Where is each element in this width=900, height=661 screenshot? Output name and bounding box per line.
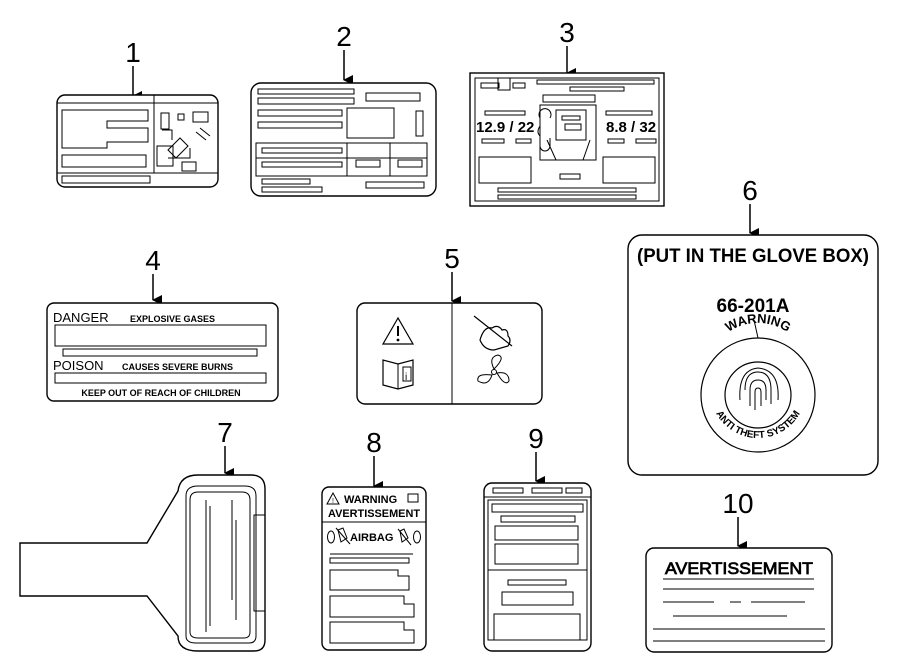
label-4: DANGER EXPLOSIVE GASES POISON CAUSES SEV…: [46, 302, 279, 402]
callout-number-6: 6: [742, 175, 758, 206]
callout-5: 5: [444, 243, 461, 306]
label-6-header: (PUT IN THE GLOVE BOX): [637, 246, 869, 267]
callout-number-7: 7: [217, 417, 233, 448]
callout-8: 8: [366, 427, 383, 491]
callout-3: 3: [559, 17, 576, 78]
callout-number-5: 5: [444, 243, 460, 274]
label-4-poison: POISON: [53, 358, 104, 373]
label-7: [19, 474, 266, 652]
label-3: 12.9 / 22 8.8 / 32: [469, 72, 665, 207]
label-6: (PUT IN THE GLOVE BOX) 66-201A WARNING A…: [627, 234, 879, 476]
label-8-airbag: AIRBAG: [350, 532, 393, 544]
label-4-footer: KEEP OUT OF REACH OF CHILDREN: [81, 388, 240, 398]
manual-book-icon: i: [382, 359, 414, 390]
label-2: [250, 82, 437, 197]
label-8: ! WARNING AVERTISSEMENT AIRBAG: [321, 486, 427, 651]
label-8-child-seat-icon: [335, 527, 351, 545]
callout-number-9: 9: [528, 423, 544, 454]
label-8-seat-icon: [397, 528, 412, 546]
svg-text:!: !: [332, 498, 334, 505]
anti-theft-fingerprint-icon: [739, 367, 779, 410]
label-10: AVERTISSEMENT: [645, 547, 833, 653]
label-3-right-reading: 8.8 / 32: [606, 119, 656, 136]
callout-number-10: 10: [722, 488, 753, 519]
label-8-warning: WARNING: [344, 494, 397, 506]
callout-number-3: 3: [559, 17, 575, 48]
label-6-seal-top: WARNING: [723, 311, 794, 335]
label-9: [483, 482, 592, 652]
callout-number-1: 1: [125, 37, 141, 68]
callout-9: 9: [528, 423, 545, 486]
callout-1: 1: [125, 37, 142, 101]
label-4-poison-text: CAUSES SEVERE BURNS: [122, 362, 233, 372]
callout-10: 10: [722, 488, 754, 551]
label-6-part-number: 66-201A: [717, 296, 790, 317]
callout-4: 4: [145, 245, 162, 305]
callout-2: 2: [336, 21, 353, 85]
callout-number-8: 8: [366, 427, 382, 458]
label-1: [56, 94, 219, 188]
label-4-danger-text: EXPLOSIVE GASES: [130, 314, 215, 324]
no-hand-icon: [473, 315, 513, 351]
svg-text:i: i: [405, 372, 407, 383]
label-8-avertissement: AVERTISSEMENT: [328, 508, 420, 520]
label-5: i: [356, 302, 543, 405]
callout-7: 7: [217, 417, 234, 478]
label-8-book-icon: [407, 493, 419, 503]
label-3-left-reading: 12.9 / 22: [476, 119, 534, 136]
callout-number-2: 2: [336, 21, 352, 52]
callout-number-4: 4: [145, 245, 161, 276]
label-4-danger: DANGER: [53, 310, 109, 325]
label-10-title: AVERTISSEMENT: [665, 559, 813, 578]
callout-6: 6: [742, 175, 759, 238]
warning-triangle-icon: [381, 316, 415, 345]
fan-icon: [477, 354, 510, 384]
